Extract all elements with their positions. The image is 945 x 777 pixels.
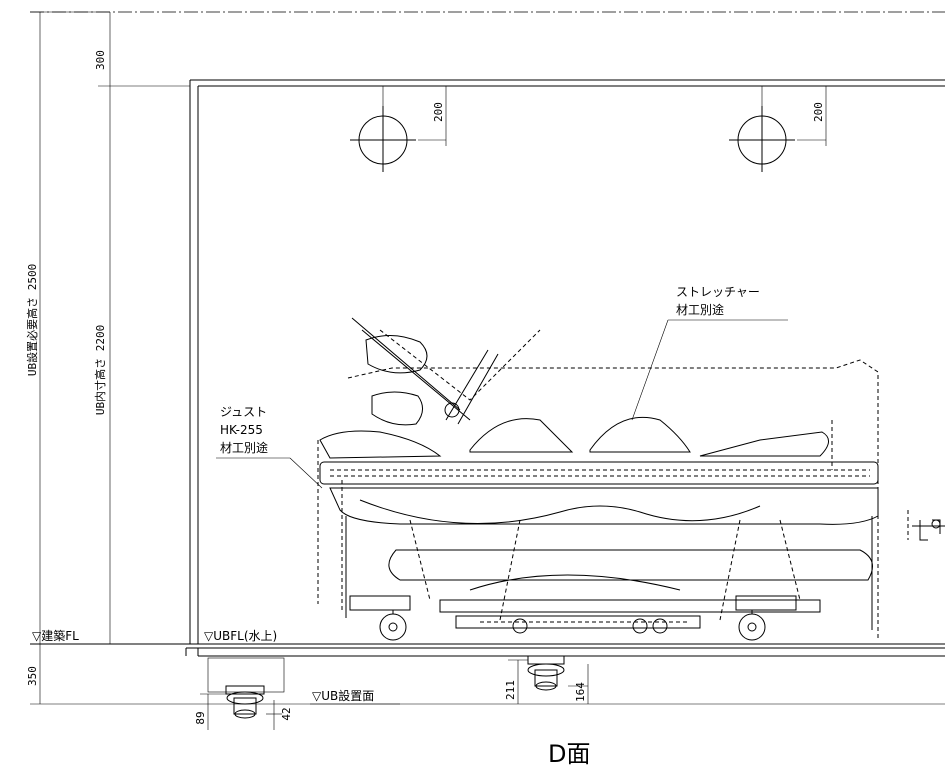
- faucet-icon: [912, 519, 945, 541]
- label-stretcher-line1: ストレッチャー: [676, 285, 760, 299]
- label-ubfl: ▽UBFL(水上): [204, 629, 277, 643]
- caster-wheel-icon: [512, 618, 668, 634]
- dim-ub-install-height: UB設置必要高さ 2500: [25, 264, 39, 376]
- vertical-dimension-lines: [30, 11, 945, 705]
- label-ub-install-surface: ▽UB設置面: [312, 688, 374, 703]
- dim-drain-center-a: 211: [504, 680, 517, 700]
- dim-drain-left-height: 89: [194, 711, 207, 724]
- dim-floor-drop: 350: [26, 666, 39, 686]
- ceiling-lamp-icon: [350, 86, 447, 172]
- drain-trap-icon: [207, 657, 285, 719]
- dim-lamp-left-offset: 200: [432, 102, 445, 122]
- caster-wheel-icon: [738, 610, 766, 641]
- floor-lines: [30, 643, 945, 657]
- just-leader: [216, 457, 323, 489]
- label-building-fl: ▽建築FL: [32, 628, 79, 643]
- ceiling-lamp-icon: [729, 86, 827, 172]
- drain-left-dimension-lines: [200, 693, 282, 730]
- dim-ub-inner-height: UB内寸高さ 2200: [93, 325, 107, 415]
- unit-bath-frame: [189, 79, 945, 644]
- view-title: D面: [548, 740, 590, 768]
- dim-top-clearance: 300: [94, 50, 107, 70]
- dim-drain-center-b: 164: [574, 682, 587, 702]
- stretcher-bath-equipment: [317, 317, 909, 640]
- dim-lamp-right-offset: 200: [812, 102, 825, 122]
- caster-wheel-icon: [379, 610, 407, 641]
- drain-trap-icon: [508, 655, 589, 704]
- stretcher-leader: [631, 319, 788, 421]
- label-stretcher-line2: 材工別途: [676, 302, 724, 317]
- dim-drain-left-small: 42: [280, 707, 293, 720]
- label-just-line2: HK-255: [220, 423, 263, 437]
- label-just-line3: 材工別途: [220, 440, 268, 455]
- label-just-line1: ジュスト: [220, 405, 267, 419]
